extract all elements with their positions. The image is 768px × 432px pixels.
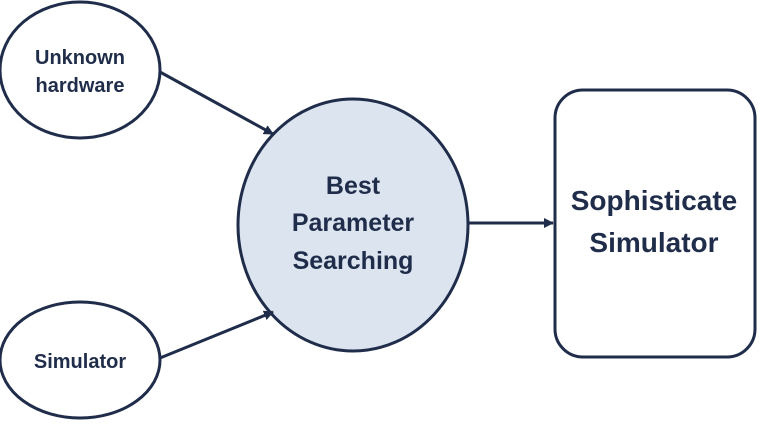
node-best-parameter-searching-label-line3: Searching: [293, 247, 414, 275]
node-sophisticate-simulator-shape: [553, 88, 757, 359]
edge-unknown-hardware-to-best-parameter-searching: [159, 70, 274, 136]
node-simulator: Simulator: [0, 300, 162, 420]
node-sophisticate-simulator: Sophisticate Simulator: [553, 88, 757, 359]
node-sophisticate-simulator-label-line1: Sophisticate: [571, 185, 737, 216]
node-simulator-shape: [0, 300, 162, 420]
node-best-parameter-searching: Best Parameter Searching: [236, 97, 470, 353]
node-best-parameter-searching-label-line1: Best: [326, 172, 381, 200]
node-simulator-label: Simulator: [34, 351, 126, 373]
node-best-parameter-searching-label-line2: Parameter: [292, 209, 415, 237]
node-sophisticate-simulator-label-line2: Simulator: [589, 227, 718, 258]
node-unknown-hardware: Unknown hardware: [0, 0, 162, 140]
node-unknown-hardware-label-line2: hardware: [36, 75, 125, 97]
node-best-parameter-searching-shape: [236, 97, 470, 353]
node-unknown-hardware-label-line1: Unknown: [35, 47, 125, 69]
node-unknown-hardware-shape: [0, 0, 162, 140]
edge-simulator-to-best-parameter-searching: [159, 310, 274, 360]
